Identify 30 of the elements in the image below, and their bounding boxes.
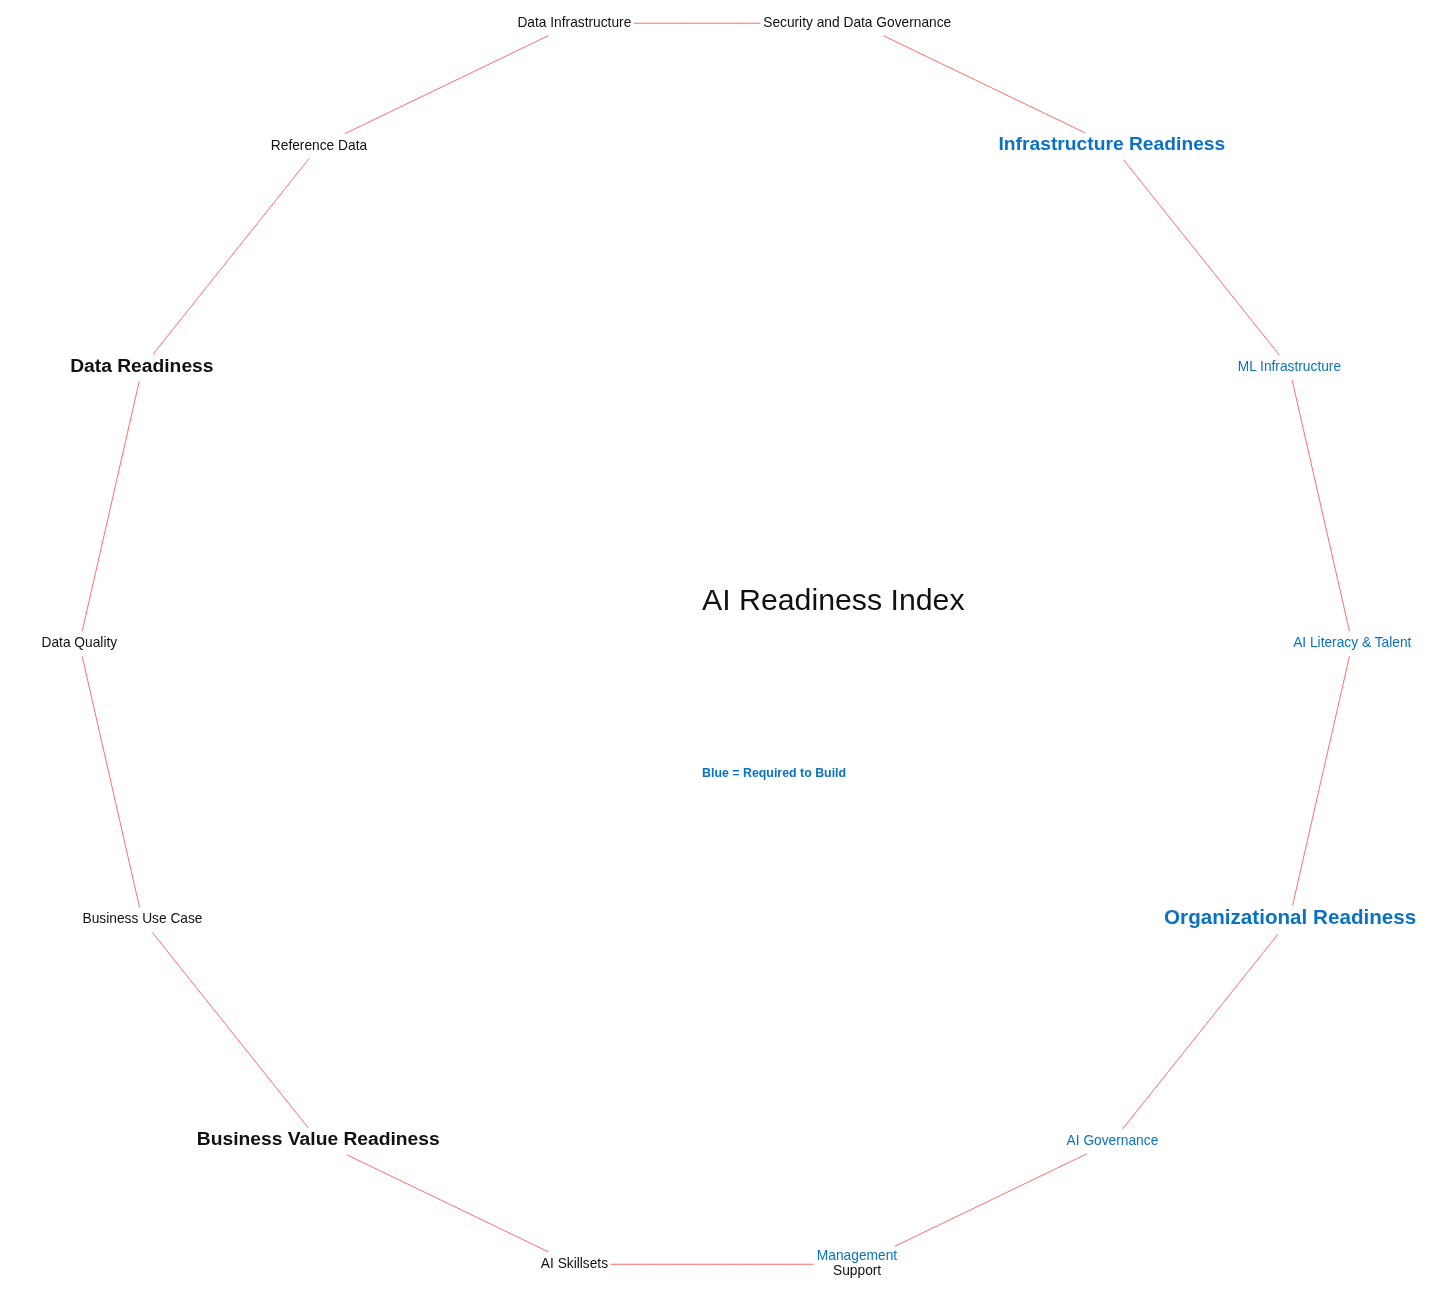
connector <box>81 380 140 632</box>
node-text: Organizational Readiness <box>1163 905 1416 929</box>
connector <box>343 35 549 135</box>
node-text: Infrastructure Readiness <box>997 133 1225 155</box>
connector <box>152 158 309 355</box>
node-text: ML Infrastructure <box>1237 359 1341 375</box>
connector <box>1121 933 1278 1130</box>
connector <box>81 656 140 908</box>
node-text: AI Governance <box>1066 1132 1158 1148</box>
node-text: Data Infrastructure <box>516 14 631 30</box>
node-text: AI Readiness Index <box>701 583 965 617</box>
node-text: AI Skillsets <box>540 1255 608 1271</box>
connector <box>151 932 309 1129</box>
node-text: Security and Data Governance <box>762 14 951 30</box>
connector <box>1122 159 1280 356</box>
connector <box>893 1153 1087 1247</box>
connector <box>345 1154 549 1253</box>
node-text: AI Literacy & Talent <box>1292 635 1411 651</box>
connector <box>609 1263 814 1265</box>
connector <box>1291 379 1350 632</box>
node-text: Management Support <box>816 1248 897 1279</box>
node-text: Business Value Readiness <box>196 1128 440 1150</box>
label: Blue = Required to Build <box>701 765 846 780</box>
node-text: Reference Data <box>270 137 367 153</box>
node-text: Business Use Case <box>82 911 203 927</box>
node-text: Data Quality <box>41 635 117 651</box>
node-text: Data Readiness <box>69 354 214 376</box>
connector <box>882 35 1085 134</box>
connector <box>1291 655 1350 906</box>
connector <box>632 22 761 24</box>
